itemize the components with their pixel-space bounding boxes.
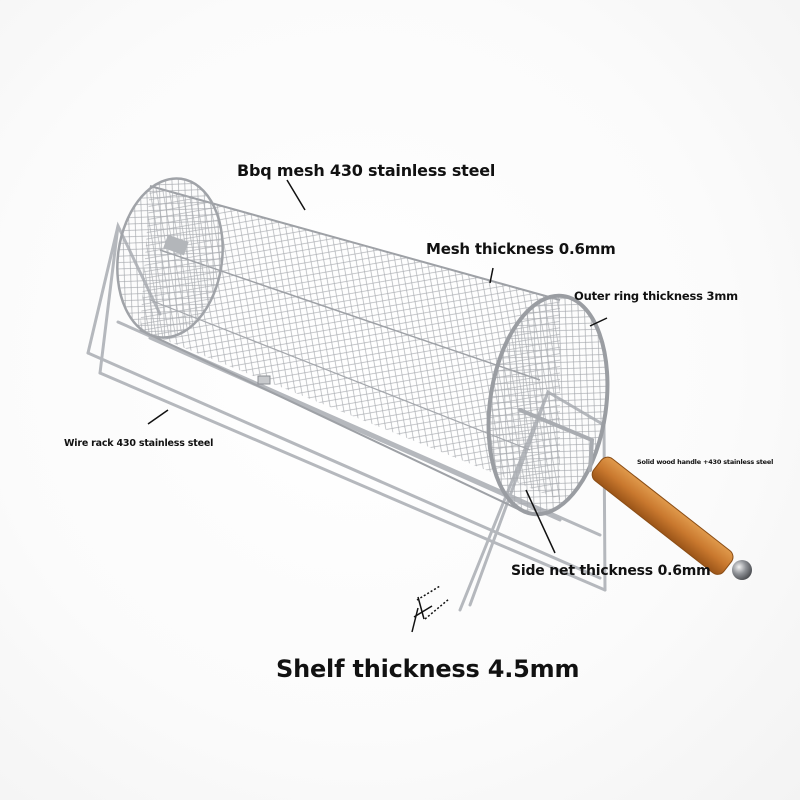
label-shelf-thickness: Shelf thickness 4.5mm	[276, 655, 580, 683]
label-handle: Solid wood handle +430 stainless steel	[637, 458, 774, 466]
crank-handle	[518, 408, 752, 580]
leader-lines	[147, 179, 608, 633]
label-mesh-thickness: Mesh thickness 0.6mm	[426, 240, 616, 258]
label-outer-ring: Outer ring thickness 3mm	[574, 289, 738, 303]
label-wire-rack: Wire rack 430 stainless steel	[64, 438, 214, 449]
label-bbq-mesh: Bbq mesh 430 stainless steel	[237, 161, 496, 180]
mesh-drum	[116, 177, 610, 517]
label-side-net: Side net thickness 0.6mm	[511, 563, 711, 579]
